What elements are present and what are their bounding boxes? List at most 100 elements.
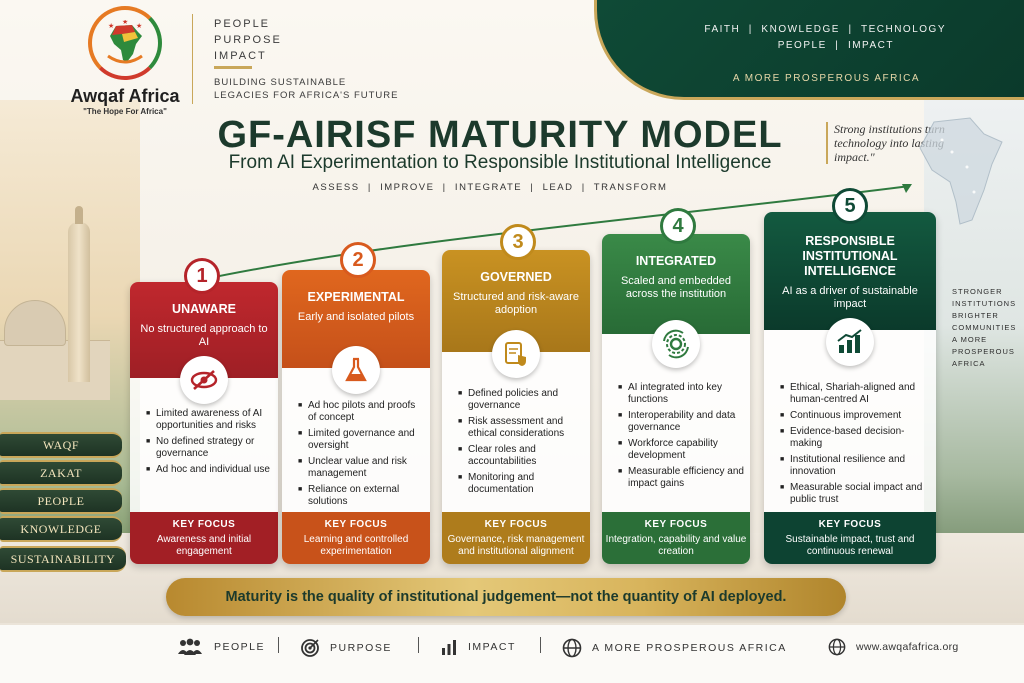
key-focus-text: Learning and controlled experimentation <box>303 534 409 557</box>
level-5-bullet: Continuous improvement <box>780 410 930 422</box>
key-focus-label: KEY FOCUS <box>172 519 236 530</box>
level-2-header: EXPERIMENTAL Early and isolated pilots <box>282 270 430 368</box>
minaret-tip <box>75 206 83 224</box>
logo-tagline: "The Hope For Africa" <box>83 107 167 116</box>
level-5-bullets: Ethical, Shariah-aligned and human-centr… <box>780 382 930 510</box>
level-3-title: GOVERNED <box>480 270 552 284</box>
footer-separator <box>278 637 279 653</box>
level-1-key-focus: KEY FOCUS Awareness and initial engageme… <box>130 512 278 564</box>
footer-impact-label: IMPACT <box>468 641 516 653</box>
level-5-title: RESPONSIBLE INSTITUTIONAL INTELLIGENCE <box>802 234 898 278</box>
level-4-key-focus: KEY FOCUS Integration, capability and va… <box>602 512 750 564</box>
key-focus-label: KEY FOCUS <box>644 519 708 530</box>
website-link[interactable]: www.awqafafrica.org <box>856 641 959 653</box>
level-1-bullets: Limited awareness of AI opportunities an… <box>146 408 272 480</box>
book-zakat: ZAKAT <box>0 460 122 486</box>
level-3-key-focus: KEY FOCUS Governance, risk management an… <box>442 512 590 564</box>
footer-separator <box>540 637 541 653</box>
quote: Strong institutions turn technology into… <box>826 122 956 164</box>
footer-separator <box>418 637 419 653</box>
key-focus-text: Awareness and initial engagement <box>156 534 252 557</box>
flask-icon <box>332 346 380 394</box>
logo-ring <box>88 6 162 80</box>
svg-text:★: ★ <box>136 22 142 30</box>
level-2-badge: 2 <box>340 242 376 278</box>
values-banner: FAITH | KNOWLEDGE | TECHNOLOGY PEOPLE | … <box>594 0 1024 100</box>
banner-values-2: PEOPLE | IMPACT <box>777 40 894 51</box>
web-globe-icon <box>828 638 846 656</box>
level-3-desc: Structured and risk-aware adoption <box>453 291 579 316</box>
level-4-badge: 4 <box>660 208 696 244</box>
africa-map-icon <box>919 117 1003 225</box>
level-3-bullet: Clear roles and accountabilities <box>458 444 584 468</box>
level-3-bullet: Monitoring and documentation <box>458 472 584 496</box>
level-1-bullet: Limited awareness of AI opportunities an… <box>146 408 272 432</box>
level-4-desc: Scaled and embedded across the instituti… <box>620 275 732 300</box>
level-5-bullet: Ethical, Shariah-aligned and human-centr… <box>780 382 930 406</box>
logo-name: Awqaf Africa <box>70 86 180 106</box>
banner-values-1: FAITH | KNOWLEDGE | TECHNOLOGY <box>704 24 946 35</box>
header-divider <box>192 14 193 104</box>
minaret <box>68 222 90 382</box>
footer: PEOPLE PURPOSE IMPACT A MORE PROSPEROUS … <box>0 625 1024 683</box>
legacy-text: BUILDING SUSTAINABLE LEGACIES FOR AFRICA… <box>214 76 398 102</box>
footer-impact: IMPACT <box>440 638 516 656</box>
level-2-bullet: Reliance on external solutions <box>298 484 424 508</box>
level-4-bullet: Measurable efficiency and impact gains <box>618 466 744 490</box>
level-card-1[interactable]: UNAWARE No structured approach to AI Lim… <box>130 282 278 564</box>
side-line-6: PROSPEROUS <box>952 347 1015 356</box>
level-5-bullet: Measurable social impact and public trus… <box>780 482 930 506</box>
level-5-desc: AI as a driver of sustainable impact <box>782 285 918 310</box>
level-4-title: INTEGRATED <box>635 254 717 268</box>
legacy-line-1: BUILDING SUSTAINABLE <box>214 77 347 88</box>
page-subtitle: From AI Experimentation to Responsible I… <box>228 152 772 173</box>
level-2-title: EXPERIMENTAL <box>307 290 405 304</box>
footer-website[interactable]: www.awqafafrica.org <box>828 638 959 656</box>
banner-prosperous: A MORE PROSPEROUS AFRICA <box>732 73 920 84</box>
document-shield-icon <box>492 330 540 378</box>
key-focus-label: KEY FOCUS <box>484 519 548 530</box>
footer-people-label: PEOPLE <box>214 641 266 653</box>
side-line-3: BRIGHTER <box>952 311 999 320</box>
key-focus-label: KEY FOCUS <box>324 519 388 530</box>
maturity-statement: Maturity is the quality of institutional… <box>166 578 846 616</box>
side-line-2: INSTITUTIONS <box>952 299 1017 308</box>
level-5-key-focus: KEY FOCUS Sustainable impact, trust and … <box>764 512 936 564</box>
level-card-4[interactable]: INTEGRATED Scaled and embedded across th… <box>602 234 750 564</box>
level-1-badge: 1 <box>184 258 220 294</box>
footer-prosperous: A MORE PROSPEROUS AFRICA <box>562 638 787 658</box>
level-5-bullet: Evidence-based decision-making <box>780 426 930 450</box>
level-1-title: UNAWARE <box>172 302 236 316</box>
level-card-3[interactable]: GOVERNED Structured and risk-aware adopt… <box>442 250 590 564</box>
book-knowledge: KNOWLEDGE <box>0 516 122 542</box>
key-focus-text: Governance, risk management and institut… <box>447 534 585 557</box>
book-sustainability: SUSTAINABILITY <box>0 546 126 572</box>
level-2-bullet: Limited governance and oversight <box>298 428 424 452</box>
mosque-dome <box>4 300 66 346</box>
level-1-bullet: Ad hoc and individual use <box>146 464 272 476</box>
level-3-bullet: Defined policies and governance <box>458 388 584 412</box>
ppi-people: PEOPLE <box>214 18 271 30</box>
target-icon <box>300 638 320 658</box>
level-card-2[interactable]: EXPERIMENTAL Early and isolated pilots A… <box>282 270 430 564</box>
bar-chart-icon <box>440 638 458 656</box>
gold-accent-bar <box>214 66 252 69</box>
growth-chart-icon <box>826 318 874 366</box>
book-waqf: WAQF <box>0 432 122 458</box>
footer-purpose-label: PURPOSE <box>330 642 392 654</box>
level-2-key-focus: KEY FOCUS Learning and controlled experi… <box>282 512 430 564</box>
level-card-5[interactable]: RESPONSIBLE INSTITUTIONAL INTELLIGENCE A… <box>764 212 936 564</box>
key-focus-text: Integration, capability and value creati… <box>605 534 747 557</box>
level-5-header: RESPONSIBLE INSTITUTIONAL INTELLIGENCE A… <box>764 212 936 330</box>
ppi-purpose: PURPOSE <box>214 34 282 46</box>
level-5-badge: 5 <box>832 188 868 224</box>
gear-cycle-icon <box>652 320 700 368</box>
level-4-bullet: AI integrated into key functions <box>618 382 744 406</box>
side-line-7: AFRICA <box>952 359 986 368</box>
footer-prosperous-label: A MORE PROSPEROUS AFRICA <box>592 642 787 654</box>
svg-text:★: ★ <box>122 20 128 26</box>
key-focus-label: KEY FOCUS <box>818 519 882 530</box>
level-3-bullet: Risk assessment and ethical consideratio… <box>458 416 584 440</box>
africa-logo-icon: ★ ★ ★ <box>107 20 143 64</box>
brand-logo[interactable]: ★ ★ ★ Awqaf Africa "The Hope For Africa" <box>70 6 180 122</box>
